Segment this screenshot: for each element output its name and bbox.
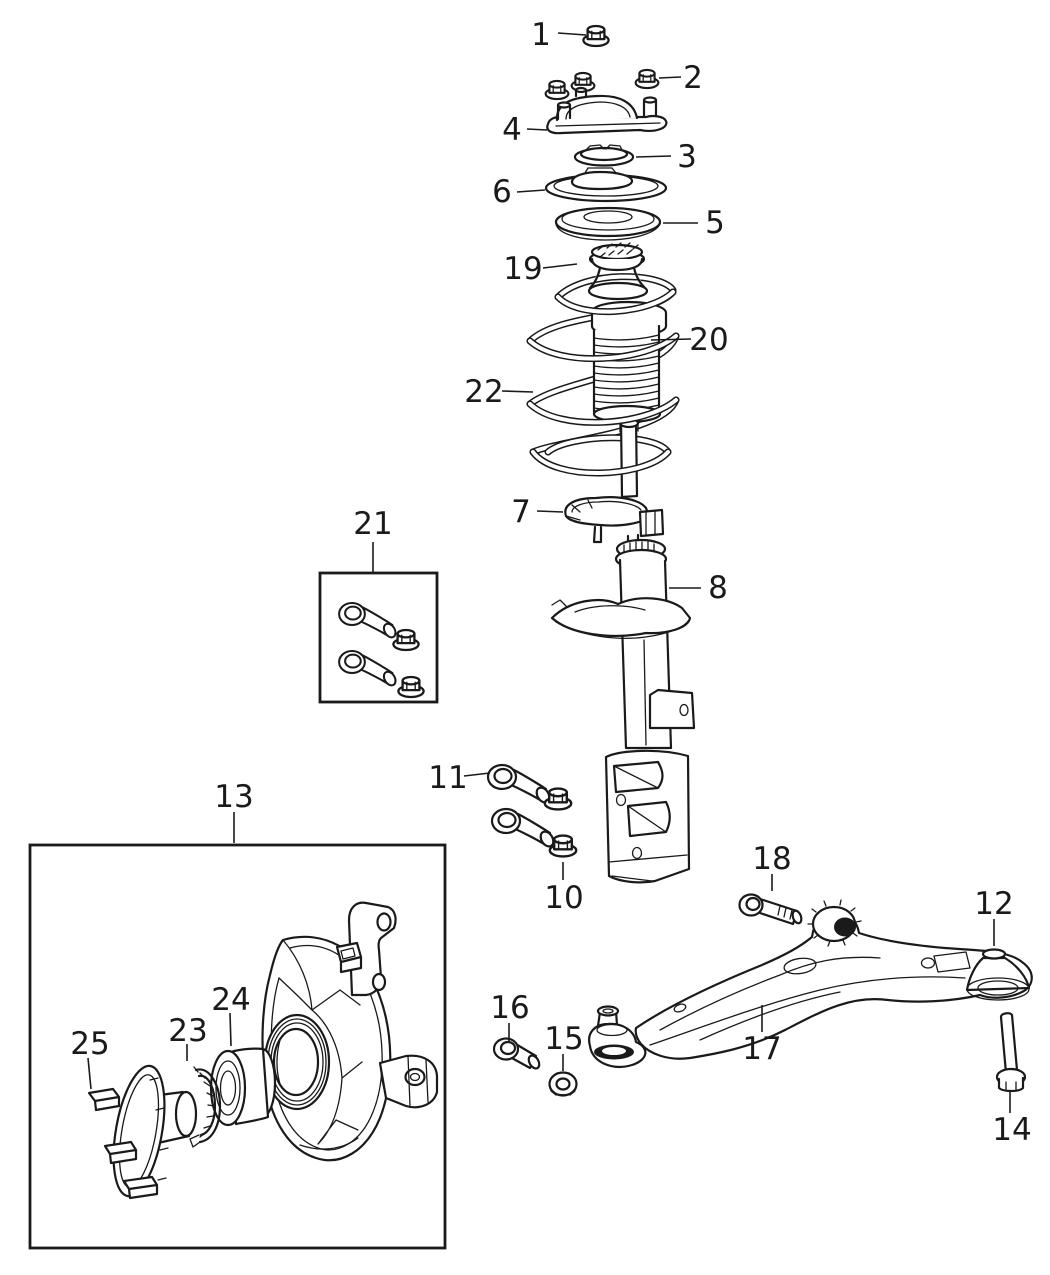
callout-8[interactable]: 8 <box>669 570 728 606</box>
callout-6-number[interactable]: 6 <box>492 174 512 210</box>
callout-7-number[interactable]: 7 <box>511 494 531 530</box>
callout-23-number[interactable]: 23 <box>168 1013 207 1049</box>
knuckle-box <box>28 843 447 1250</box>
ball-joint-nut <box>548 1071 578 1097</box>
callout-17-number[interactable]: 17 <box>742 1031 781 1067</box>
callout-1[interactable]: 1 <box>531 17 587 53</box>
callout-19[interactable]: 19 <box>503 251 578 287</box>
callout-18[interactable]: 18 <box>752 841 792 891</box>
callout-12-number[interactable]: 12 <box>974 886 1013 922</box>
callout-2-leader <box>658 76 682 79</box>
callout-17[interactable]: 17 <box>742 1005 782 1067</box>
steering-knuckle <box>261 901 439 1162</box>
callout-4-number[interactable]: 4 <box>502 112 522 148</box>
callout-7[interactable]: 7 <box>511 494 564 530</box>
upper-spring-seat <box>544 167 668 203</box>
coil-spring-front <box>526 288 680 477</box>
callout-6-leader <box>516 189 546 193</box>
callout-13-number[interactable]: 13 <box>214 779 253 815</box>
callout-14-number[interactable]: 14 <box>992 1112 1031 1148</box>
callout-22-leader <box>501 390 534 393</box>
strut-mount-nuts <box>544 68 660 101</box>
callout-4[interactable]: 4 <box>502 112 548 148</box>
callouts: 1 2 4 3 6 5 19 20 22 7 8 21 11 10 13 18 … <box>70 17 1031 1148</box>
callout-16[interactable]: 16 <box>490 990 530 1041</box>
callout-18-number[interactable]: 18 <box>752 841 791 877</box>
pivot-bolt <box>738 893 803 926</box>
callout-20-number[interactable]: 20 <box>689 322 728 358</box>
callout-12[interactable]: 12 <box>974 886 1014 946</box>
ball-joint-bolt <box>492 1037 541 1070</box>
bushing-bolt <box>995 1012 1027 1093</box>
strut-mount <box>546 86 668 135</box>
callout-11[interactable]: 11 <box>428 760 491 796</box>
callout-8-number[interactable]: 8 <box>708 570 728 606</box>
callout-2-number[interactable]: 2 <box>683 60 703 96</box>
hub-bearing <box>209 1047 277 1127</box>
callout-3-leader <box>635 155 672 158</box>
callout-11-number[interactable]: 11 <box>428 760 467 796</box>
callout-24-number[interactable]: 24 <box>211 982 250 1018</box>
callout-20[interactable]: 20 <box>650 322 729 358</box>
callout-6[interactable]: 6 <box>492 174 546 210</box>
strut-damper <box>550 533 696 884</box>
callout-19-leader <box>542 263 578 269</box>
callout-25-number[interactable]: 25 <box>70 1026 109 1062</box>
callout-10[interactable]: 10 <box>544 862 584 916</box>
callout-1-leader <box>557 32 587 36</box>
hub <box>87 1064 198 1200</box>
callout-23[interactable]: 23 <box>168 1013 208 1061</box>
lower-control-arm <box>634 899 1033 1060</box>
callout-25[interactable]: 25 <box>70 1026 110 1090</box>
callout-21-number[interactable]: 21 <box>353 506 392 542</box>
callout-15-number[interactable]: 15 <box>544 1021 583 1057</box>
callout-5[interactable]: 5 <box>663 205 725 241</box>
jounce-bumper <box>587 242 649 301</box>
strut-rod-nut <box>582 24 610 48</box>
callout-24-leader <box>229 1012 232 1047</box>
callout-5-number[interactable]: 5 <box>705 205 725 241</box>
callout-13[interactable]: 13 <box>214 779 254 843</box>
callout-3[interactable]: 3 <box>635 139 697 175</box>
callout-22[interactable]: 22 <box>464 374 534 410</box>
callout-24[interactable]: 24 <box>211 982 251 1047</box>
callout-2[interactable]: 2 <box>658 60 703 96</box>
callout-4-leader <box>526 128 548 131</box>
callout-1-number[interactable]: 1 <box>531 17 551 53</box>
callout-16-number[interactable]: 16 <box>490 990 529 1026</box>
upper-spring-isolator <box>554 206 662 241</box>
callout-21[interactable]: 21 <box>353 506 393 572</box>
callout-7-leader <box>536 510 564 513</box>
callout-20-leader <box>650 338 692 341</box>
ball-joint <box>588 1005 647 1068</box>
strut-mount-bearing <box>573 144 635 167</box>
lower-spring-isolator <box>564 496 665 544</box>
callout-11-leader <box>463 772 491 777</box>
callout-10-number[interactable]: 10 <box>544 880 583 916</box>
control-arm-rear-bushing <box>965 948 1031 1001</box>
callout-19-number[interactable]: 19 <box>503 251 542 287</box>
callout-15[interactable]: 15 <box>544 1021 584 1071</box>
callout-22-number[interactable]: 22 <box>464 374 503 410</box>
hardware-kit-box <box>318 571 439 704</box>
callout-25-leader <box>87 1057 92 1090</box>
snap-ring <box>189 1066 222 1148</box>
callout-14[interactable]: 14 <box>992 1091 1032 1148</box>
callout-3-number[interactable]: 3 <box>677 139 697 175</box>
